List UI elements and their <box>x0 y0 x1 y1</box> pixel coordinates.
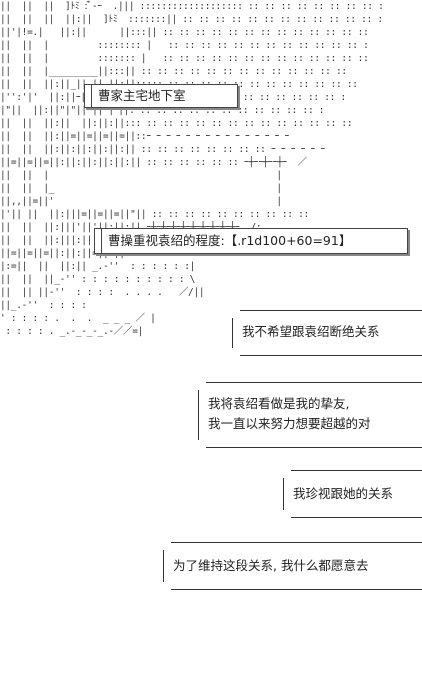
bubble-line: 我将袁绍看做是我的挚友, <box>208 396 350 411</box>
ascii-art-line: ||,,||=||' | <box>0 196 282 207</box>
bubble-text: 为了维持这段关系, 我什么都愿意去 <box>173 542 422 590</box>
ascii-art-line: || || ||:||=||=||=||=||::ｰ ｰ ｰ ｰ ｰ ｰ ｰ ｰ… <box>0 131 289 142</box>
bubble-bottom-border <box>171 589 422 590</box>
bubble-bottom-border <box>291 517 422 518</box>
bubble-line: 我珍视跟她的关系 <box>293 486 394 501</box>
bubble-left-border <box>232 318 233 348</box>
dice-roll-label: 曹操重视袁绍的程度:【.r1d100+60=91】 <box>94 228 408 254</box>
ascii-art-line: ||=||=||=||:||:||:||:||:|| :: :: :: :: :… <box>0 157 307 168</box>
ascii-art-line: || || ||:|| ||:||:||::: :: :: :: :: :: :… <box>0 118 353 129</box>
scene-location-text: 曹家主宅地下室 <box>91 85 231 107</box>
bubble-top-border <box>291 470 422 471</box>
bubble-top-border <box>206 382 422 383</box>
speech-bubble-4: 为了维持这段关系, 我什么都愿意去 <box>163 542 422 590</box>
bubble-top-border <box>240 310 422 311</box>
ascii-art-line: || || ||-'' : : : : . . . . ／/|| <box>0 287 205 298</box>
bubble-line: 我一直以来努力想要超越的对 <box>208 416 371 431</box>
ascii-art-line: ' : : : : . . . _ _ _ ／ | <box>0 313 156 324</box>
ascii-art-line: |'|| || ||:|||=||=||=||"|| :: :: :: :: :… <box>0 209 309 220</box>
bubble-left-border <box>283 478 284 510</box>
ascii-art-line <box>0 364 422 377</box>
ascii-art-line: || || ||:||:||:||:||:|| :: :: :: :: :: :… <box>0 144 325 155</box>
bubble-text: 我不希望跟袁绍断绝关系 <box>242 310 422 356</box>
bubble-line: 为了维持这段关系, 我什么都愿意去 <box>173 558 369 573</box>
ascii-art-line: : : : : . _.-_-_-_.-／／=| <box>0 326 144 337</box>
ascii-art-scene: || || || ]ﾄﾐ ̄:ﾞ-ｰ .||| ::::::::::::::::… <box>0 1 422 377</box>
dice-roll-text: 曹操重视袁绍的程度:【.r1d100+60=91】 <box>101 229 401 253</box>
ascii-art-line: || || | :::::::: | :: :: :: :: :: :: :: … <box>0 40 369 51</box>
bubble-left-border <box>163 550 164 582</box>
ascii-art-line: || || ||:|||'||'||:||:|| ｰ┼ｰ┼ｰ┼ｰ┼ｰ┼ｰ┼ｰ┼ｰ… <box>0 222 262 233</box>
ascii-art-line: |"|| ||:||"|"|| ||"|ｰ||: :: :: :: :: :: … <box>0 105 325 116</box>
ascii-art-line: |:=|| || ||:|| _.-'' : : : : : :| <box>0 261 196 272</box>
ascii-art-line: || || | ::::::: | :: :: :: :: :: :: :: :… <box>0 53 369 64</box>
ascii-art-line: || || || ||:|| ]ﾄﾐ :::::::|| :: :: :: ::… <box>0 14 383 25</box>
ascii-art-line: || || | | <box>0 170 282 181</box>
bubble-bottom-border <box>240 355 422 356</box>
bubble-line: 我不希望跟袁绍断绝关系 <box>242 324 380 339</box>
ascii-art-line: || || || ]ﾄﾐ ̄:ﾞ-ｰ .||| ::::::::::::::::… <box>0 1 384 12</box>
bubble-left-border <box>198 390 199 440</box>
speech-bubble-2: 我将袁绍看做是我的挚友, 我一直以来努力想要超越的对 <box>198 382 422 448</box>
bubble-text: 我珍视跟她的关系 <box>293 470 422 518</box>
ascii-art-line: || || |_________||:::|| :: :: :: :: :: :… <box>0 66 347 77</box>
speech-bubble-1: 我不希望跟袁绍断绝关系 <box>232 310 422 356</box>
bubble-bottom-border <box>206 447 422 448</box>
ascii-art-line: ||'|!=.| ||:|| ||:::|| :: :: :: :: :: ::… <box>0 27 369 38</box>
bubble-top-border <box>171 542 422 543</box>
scene-location-label: 曹家主宅地下室 <box>84 84 238 108</box>
bubble-text: 我将袁绍看做是我的挚友, 我一直以来努力想要超越的对 <box>208 382 422 448</box>
ascii-art-line: || || |_ | <box>0 183 282 194</box>
ascii-art-line: ||_.-'' : : : : <box>0 300 190 311</box>
speech-bubble-3: 我珍视跟她的关系 <box>283 470 422 518</box>
ascii-art-line: || || ||_-'' : : : : : : : : : : \ <box>0 274 196 285</box>
